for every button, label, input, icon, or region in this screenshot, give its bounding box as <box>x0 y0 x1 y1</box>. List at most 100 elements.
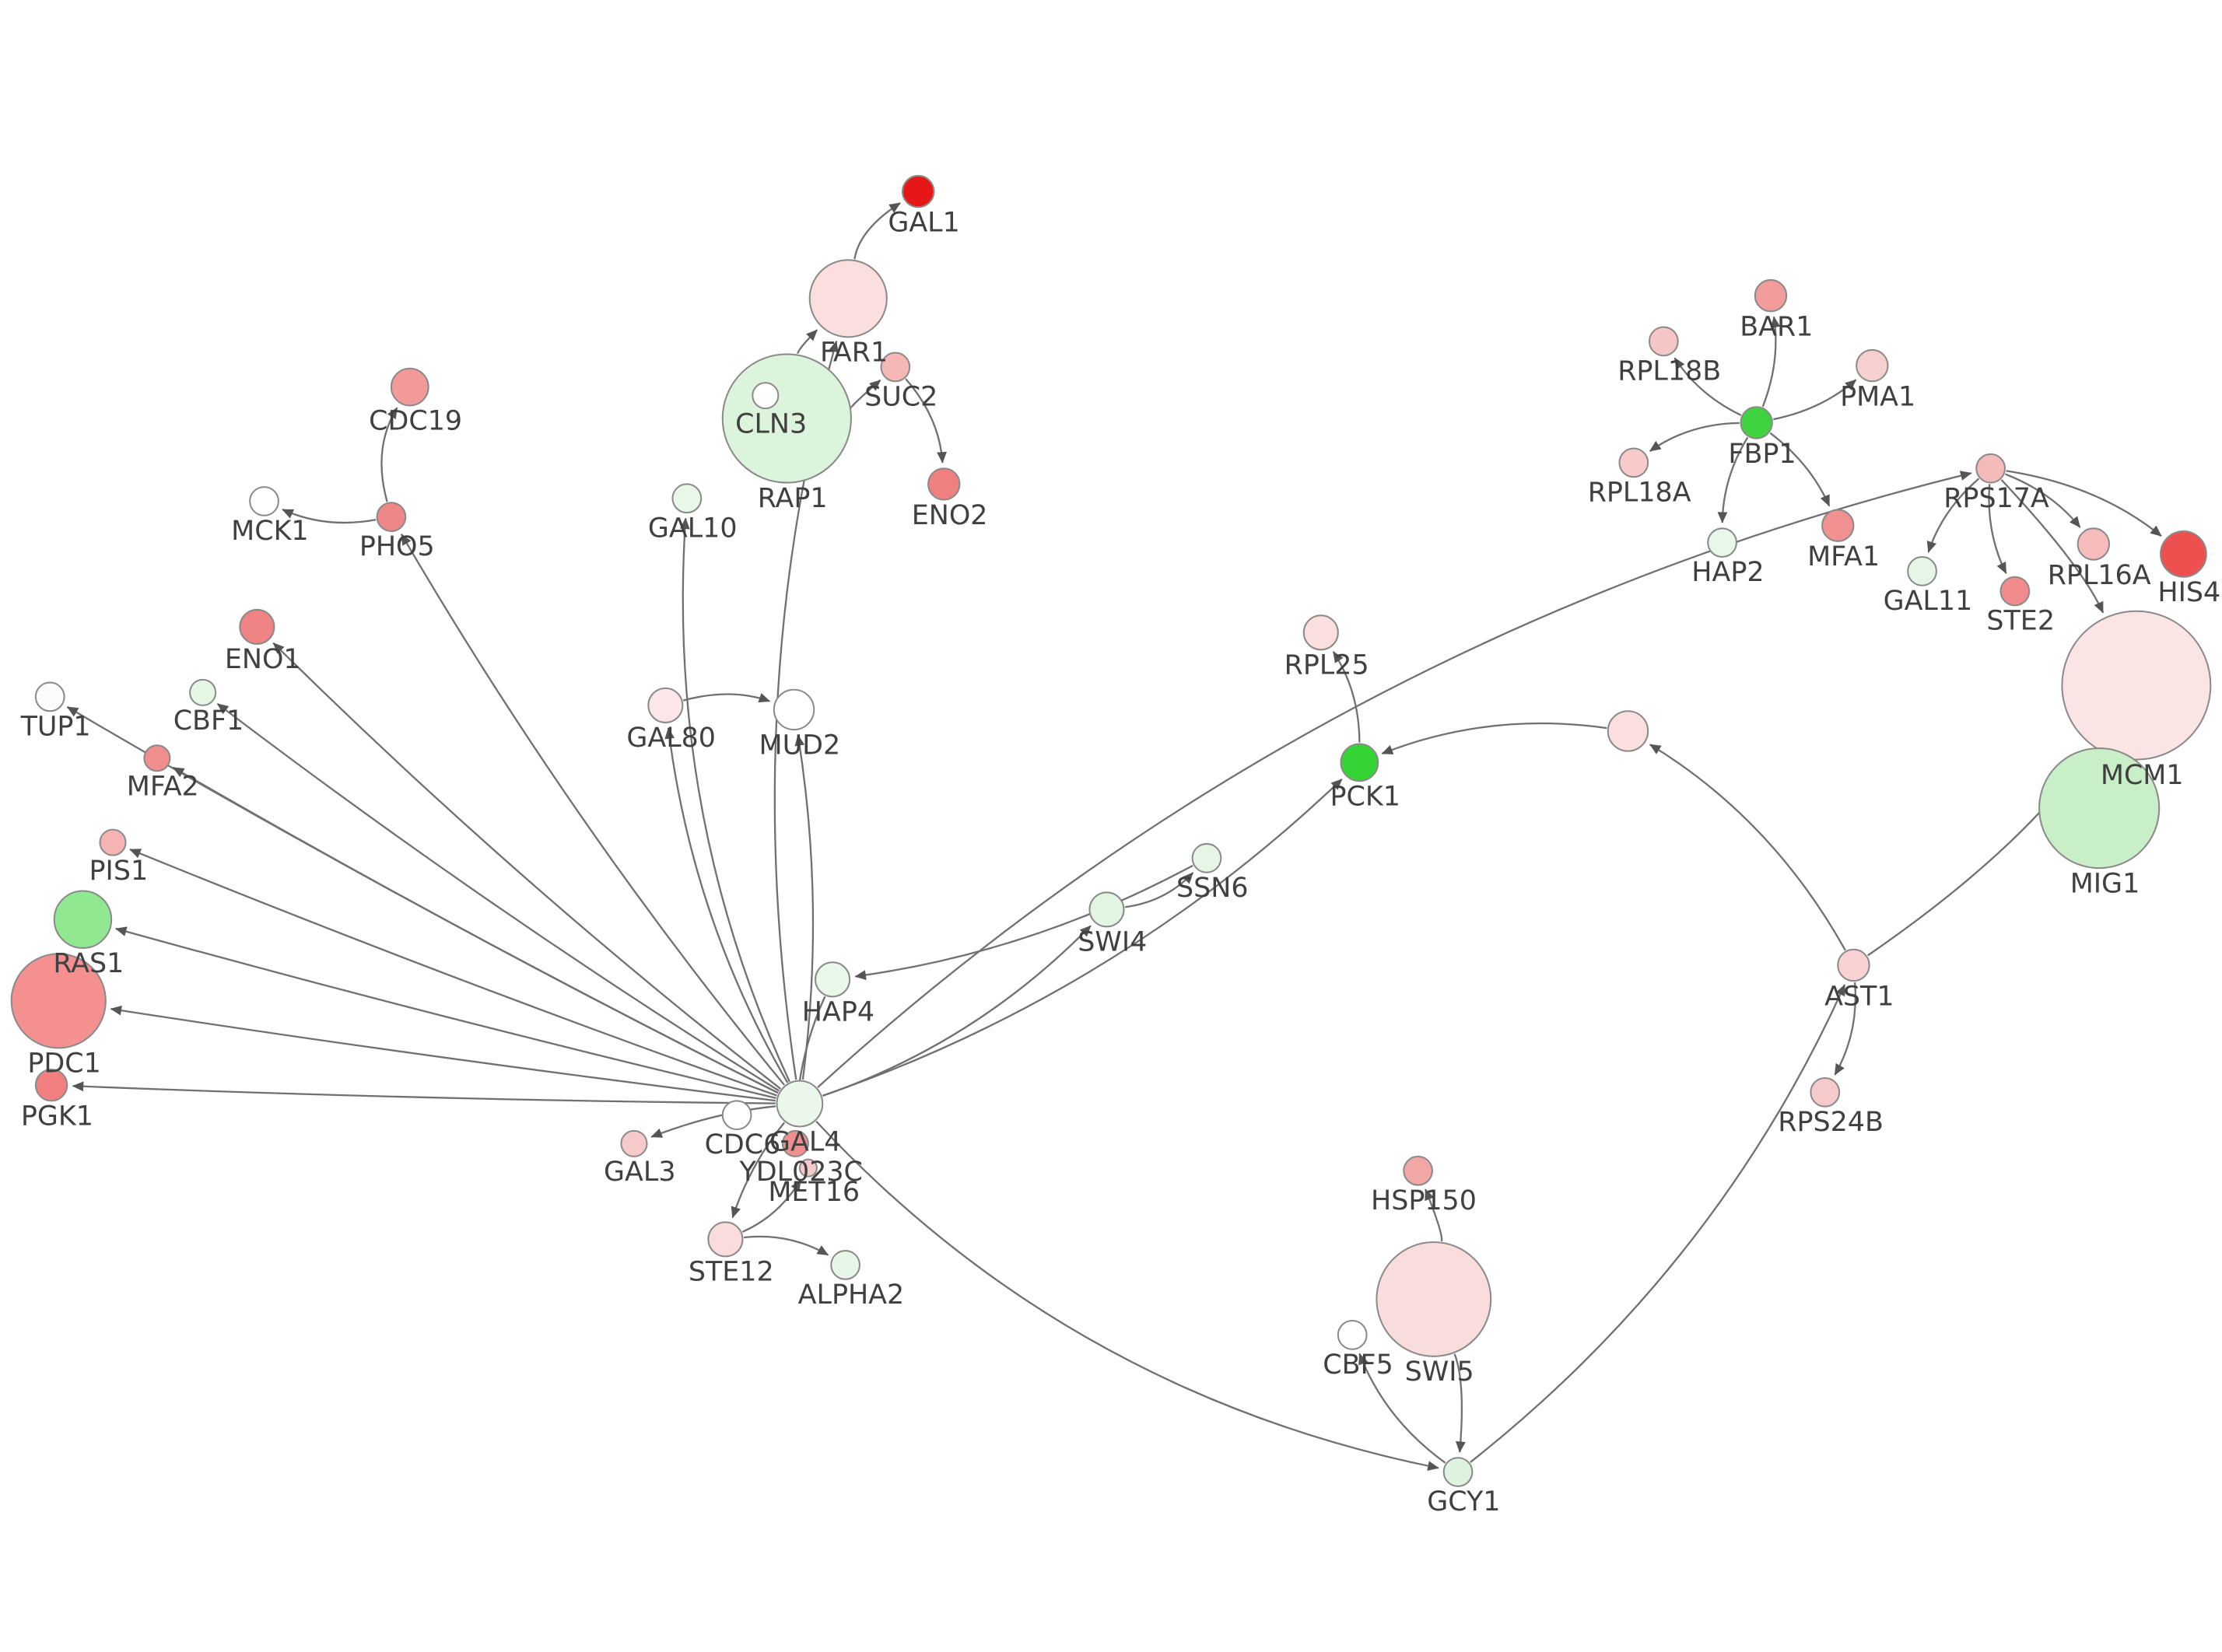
node-MET16[interactable] <box>798 1158 818 1178</box>
edge-STE12-MET16[interactable] <box>741 1179 802 1233</box>
node-AST1[interactable] <box>1837 948 1870 982</box>
node-RPL16A[interactable] <box>2077 527 2111 561</box>
node-GAL10[interactable] <box>671 483 703 514</box>
edge-GAL80-MUD2[interactable] <box>682 693 771 703</box>
edge-AST1-RPS24B[interactable] <box>1834 982 1856 1076</box>
edge-STE12-ALPHA2[interactable] <box>743 1235 829 1256</box>
node-HAP4[interactable] <box>815 961 851 998</box>
node-YDL023C[interactable] <box>781 1129 809 1157</box>
edge-GCY1-AST1[interactable] <box>1470 984 1846 1463</box>
node-HSP150[interactable] <box>1403 1155 1433 1186</box>
node-PMA1[interactable] <box>1856 348 1889 383</box>
edge-GAL4-PCK1[interactable] <box>822 778 1343 1097</box>
edge-FBP1-MFA1[interactable] <box>1769 432 1831 507</box>
node-PCK1[interactable] <box>1340 743 1379 782</box>
node-HAP2[interactable] <box>1707 527 1737 558</box>
edge-GAL4-GAL80[interactable] <box>664 727 789 1083</box>
node-RAP1[interactable] <box>721 353 852 484</box>
edge-GCY1-CBF5[interactable] <box>1358 1353 1446 1464</box>
node-SSN6[interactable] <box>1191 842 1222 873</box>
edge-FBP1-RPL18B[interactable] <box>1674 357 1742 416</box>
edge-RPS17A-STE2[interactable] <box>1988 484 2007 574</box>
edge-GAL4-STE12[interactable] <box>731 1122 786 1219</box>
node-RPL18A[interactable] <box>1618 447 1649 478</box>
node-CBF1[interactable] <box>189 678 217 706</box>
edge-GAL4-ENO1[interactable] <box>272 642 781 1090</box>
edge-GAL4-CBF1[interactable] <box>216 702 780 1092</box>
edge-PCK1-RPL25[interactable] <box>1332 651 1361 743</box>
edge-GAL4-PHO5[interactable] <box>400 534 785 1086</box>
edge-FBP1-RPL18A[interactable] <box>1649 422 1740 452</box>
node-SWI5[interactable] <box>1376 1241 1492 1357</box>
node-N1[interactable] <box>1607 710 1649 752</box>
node-STE12[interactable] <box>707 1221 744 1258</box>
node-MFA2[interactable] <box>143 744 171 772</box>
edge-GAL4-GAL3[interactable] <box>650 1105 776 1138</box>
edge-SUC2-ENO2[interactable] <box>905 378 947 464</box>
node-RPS17A[interactable] <box>1975 453 2006 484</box>
node-SUC2[interactable] <box>880 352 911 383</box>
edge-GAL4-MUD2[interactable] <box>794 734 815 1080</box>
node-MCM1[interactable] <box>2061 610 2212 761</box>
node-CDC6[interactable] <box>721 1100 752 1131</box>
node-GAL80[interactable] <box>647 687 684 723</box>
node-BAR1[interactable] <box>1754 278 1788 313</box>
edge-RAP1-FAR1[interactable] <box>797 329 818 354</box>
node-MUD2[interactable] <box>773 688 815 731</box>
node-CDC19[interactable] <box>390 367 429 407</box>
edge-SWI4-SSN6[interactable] <box>1125 872 1194 908</box>
node-RAS1[interactable] <box>53 890 113 949</box>
edge-GAL4-PGK1[interactable] <box>72 1081 776 1104</box>
node-MFA1[interactable] <box>1821 509 1855 542</box>
node-HIS4[interactable] <box>2160 530 2207 578</box>
node-GAL3[interactable] <box>620 1129 648 1157</box>
edge-GAL4-GCY1[interactable] <box>815 1120 1439 1472</box>
edge-GAL4-MFA2[interactable] <box>172 766 779 1094</box>
edge-RPS17A-HIS4[interactable] <box>2006 470 2162 537</box>
edge-SSN6-HAP4[interactable] <box>854 864 1193 980</box>
node-STE2[interactable] <box>1999 576 2031 607</box>
edge-GAL4-GAL10[interactable] <box>679 517 790 1083</box>
node-SWI4[interactable] <box>1088 891 1125 928</box>
edge-GAL4-PIS1[interactable] <box>129 849 777 1097</box>
node-ENO2[interactable] <box>927 467 961 501</box>
edge-PHO5-CDC19[interactable] <box>380 407 398 502</box>
edge-RPS17A-GAL11[interactable] <box>1926 478 1980 553</box>
node-RPL18B[interactable] <box>1648 326 1679 357</box>
edge-GAL4-TUP1[interactable] <box>66 705 779 1094</box>
edge-FBP1-BAR1[interactable] <box>1761 316 1781 408</box>
node-CBF5[interactable] <box>1337 1319 1368 1350</box>
edge-AST1-N1[interactable] <box>1649 744 1846 951</box>
node-MIG1[interactable] <box>2038 747 2161 870</box>
node-ALPHA2[interactable] <box>830 1250 860 1280</box>
edge-PHO5-MCK1[interactable] <box>282 509 377 524</box>
node-TUP1[interactable] <box>34 681 65 712</box>
node-GAL11[interactable] <box>1907 556 1937 586</box>
edge-GAL4-RPS17A[interactable] <box>817 471 1972 1088</box>
edge-GAL4-RAS1[interactable] <box>115 926 776 1099</box>
node-PHO5[interactable] <box>376 502 407 532</box>
node-FAR1[interactable] <box>808 259 888 338</box>
edge-N1-PCK1[interactable] <box>1381 722 1607 755</box>
edge-FBP1-HAP2[interactable] <box>1717 436 1749 523</box>
edge-RPS17A-RPL16A[interactable] <box>2004 473 2081 528</box>
node-ENO1[interactable] <box>239 608 275 645</box>
node-GCY1[interactable] <box>1442 1457 1474 1487</box>
node-CLN3[interactable] <box>752 382 780 410</box>
edge-RAP1-SUC2[interactable] <box>850 379 881 409</box>
node-GAL4[interactable] <box>776 1080 824 1128</box>
edge-FBP1-PMA1[interactable] <box>1773 379 1857 421</box>
node-PDC1[interactable] <box>10 953 107 1049</box>
edge-RPS17A-MCM1[interactable] <box>2000 479 2105 614</box>
node-PIS1[interactable] <box>99 828 127 856</box>
edge-FAR1-GAL1[interactable] <box>853 202 901 260</box>
edge-SWI5-HSP150[interactable] <box>1425 1188 1443 1242</box>
node-MCK1[interactable] <box>249 486 279 516</box>
node-PGK1[interactable] <box>34 1068 68 1102</box>
node-FBP1[interactable] <box>1740 406 1773 439</box>
node-GAL1[interactable] <box>902 174 935 208</box>
node-RPL25[interactable] <box>1302 614 1339 651</box>
edge-GAL4-PDC1[interactable] <box>110 1005 776 1102</box>
node-RPS24B[interactable] <box>1810 1076 1841 1108</box>
